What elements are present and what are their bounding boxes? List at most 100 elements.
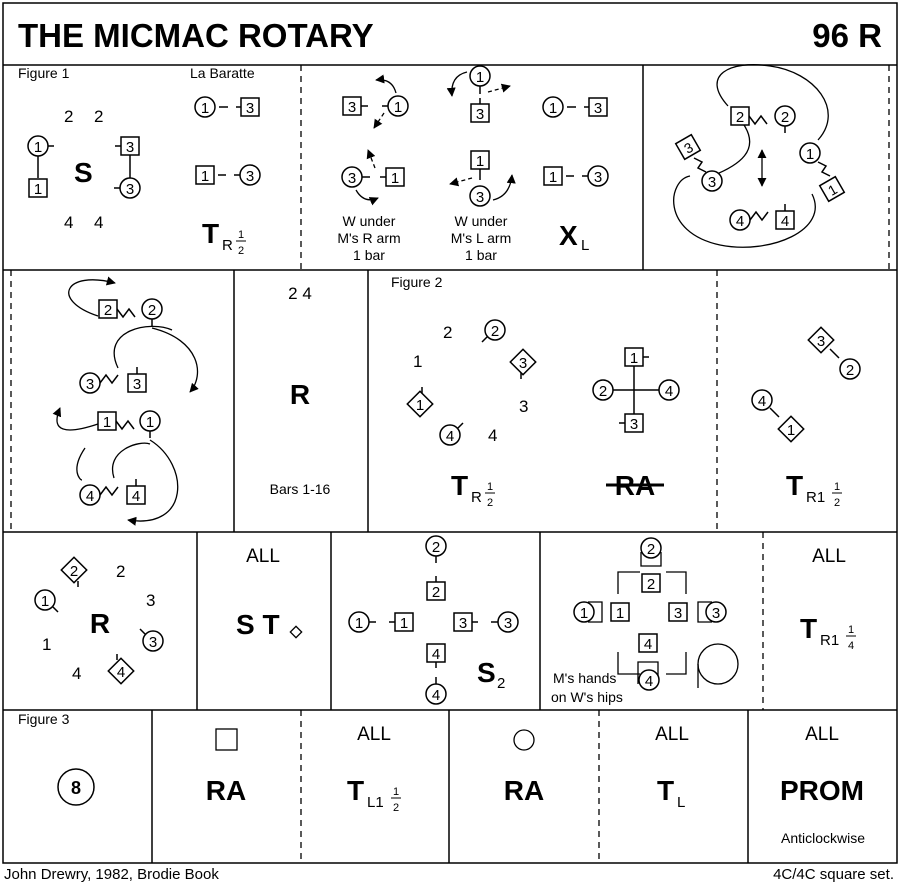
dashed-lines <box>10 65 890 863</box>
turn-right-symbol: T <box>786 470 803 501</box>
svg-text:1: 1 <box>630 350 638 367</box>
man-3: 3 <box>509 348 537 379</box>
svg-text:2: 2 <box>781 109 789 126</box>
woman-1: 1 <box>27 135 54 157</box>
svg-text:4: 4 <box>848 640 854 652</box>
svg-text:2: 2 <box>846 362 854 379</box>
cross-left-symbol: X <box>559 220 578 251</box>
women-ra-panel: RA <box>504 729 544 806</box>
figure3-label: Figure 3 <box>18 711 70 727</box>
all-turn-left-short-panel: ALL T L <box>655 724 689 811</box>
svg-text:1: 1 <box>42 635 51 654</box>
anticlockwise-label: Anticlockwise <box>781 830 865 846</box>
svg-text:2: 2 <box>148 302 156 319</box>
num-2b: 2 <box>94 107 103 126</box>
woman-4: 4 <box>638 669 660 691</box>
svg-text:4: 4 <box>432 687 440 704</box>
svg-text:L: L <box>581 237 589 254</box>
svg-text:3: 3 <box>712 605 720 622</box>
man-1: 1 <box>28 178 48 198</box>
svg-text:3: 3 <box>459 615 467 632</box>
svg-text:1: 1 <box>394 99 402 116</box>
svg-text:2: 2 <box>393 802 399 814</box>
svg-text:2: 2 <box>487 497 493 509</box>
svg-text:W under: W under <box>343 213 396 229</box>
svg-text:R1: R1 <box>820 632 839 649</box>
dance-diagram: THE MICMAC ROTARY 96 R Figure 1 La Barat… <box>2 2 898 864</box>
fig2-end-panel: 3 2 4 1 T R1 1 2 <box>751 326 861 509</box>
row3-reel-panel: 2 3 1 4 2 1 3 4 R <box>34 556 164 685</box>
svg-text:ALL: ALL <box>357 724 391 745</box>
set-turn-symbol: S T <box>236 609 280 640</box>
svg-text:3: 3 <box>126 181 134 198</box>
svg-text:L: L <box>677 794 685 811</box>
eight-circle <box>57 768 95 806</box>
svg-text:1: 1 <box>146 414 154 431</box>
svg-text:4: 4 <box>488 426 497 445</box>
hips-note-1: M's hands <box>553 670 616 686</box>
svg-text:3: 3 <box>246 100 254 117</box>
svg-text:ALL: ALL <box>246 546 280 567</box>
woman-3: 3 <box>705 601 727 623</box>
svg-text:1: 1 <box>34 139 42 156</box>
turn-left-symbol: T <box>657 775 674 806</box>
turn-right-symbol: T <box>800 613 817 644</box>
svg-text:4: 4 <box>72 664 81 683</box>
man-3: 3 <box>674 133 702 161</box>
svg-text:ALL: ALL <box>805 724 839 745</box>
woman-3: 3 <box>139 628 164 652</box>
woman-1: 1 <box>573 601 595 623</box>
men-ra-panel: RA <box>206 728 246 806</box>
svg-text:1: 1 <box>201 168 209 185</box>
svg-text:3: 3 <box>86 376 94 393</box>
svg-text:1: 1 <box>41 593 49 610</box>
svg-text:2: 2 <box>238 245 244 257</box>
man-1: 1 <box>380 167 405 187</box>
woman-1: 1 <box>799 142 821 164</box>
la-baratte-label: La Baratte <box>190 65 255 81</box>
num-4b: 4 <box>94 213 103 232</box>
svg-text:1: 1 <box>806 146 814 163</box>
woman-3: 3 <box>114 177 141 199</box>
turn-right-symbol: T <box>451 470 468 501</box>
woman-4: 4 <box>439 422 464 446</box>
woman-4: 4 <box>729 209 751 231</box>
svg-text:2: 2 <box>647 576 655 593</box>
svg-text:2: 2 <box>834 497 840 509</box>
svg-text:L1: L1 <box>367 794 384 811</box>
svg-text:4: 4 <box>736 213 744 230</box>
svg-text:1: 1 <box>238 229 244 241</box>
svg-text:1: 1 <box>201 100 209 117</box>
row3-square-panel: 2 2 1 1 3 3 4 4 S 2 <box>348 535 519 705</box>
fig1-turns-panel: 3 1 3 1 1 3 1 3 W under M's R arm 1 bar … <box>337 65 609 263</box>
svg-text:3: 3 <box>348 170 356 187</box>
svg-text:1 bar: 1 bar <box>465 247 497 263</box>
woman-3: 3 <box>701 170 723 192</box>
svg-text:1: 1 <box>549 100 557 117</box>
promenade-panel: ALL PROM Anticlockwise <box>780 724 865 846</box>
svg-text:3: 3 <box>146 591 155 610</box>
setting-symbol: S <box>74 157 93 188</box>
svg-text:3: 3 <box>126 139 134 156</box>
man-3: 3 <box>453 612 478 632</box>
woman-2: 2 <box>592 379 614 401</box>
svg-text:3: 3 <box>246 168 254 185</box>
woman-1: 1 <box>542 96 564 118</box>
right-hands-across: RA <box>504 775 544 806</box>
svg-text:1: 1 <box>476 69 484 86</box>
svg-text:2: 2 <box>70 563 78 580</box>
svg-text:4: 4 <box>645 673 653 690</box>
row3-all-panel: ALL S T <box>236 546 303 640</box>
man-3: 3 <box>807 326 835 354</box>
svg-text:1: 1 <box>549 169 557 186</box>
svg-text:4: 4 <box>132 488 140 505</box>
man-3: 3 <box>584 97 608 117</box>
woman-4: 4 <box>425 677 447 705</box>
svg-text:3: 3 <box>133 376 141 393</box>
woman-1: 1 <box>382 95 409 117</box>
man-3: 3 <box>342 96 362 116</box>
svg-text:3: 3 <box>149 634 157 651</box>
man-2: 2 <box>60 556 88 587</box>
svg-text:R: R <box>222 237 233 254</box>
svg-text:3: 3 <box>594 100 602 117</box>
